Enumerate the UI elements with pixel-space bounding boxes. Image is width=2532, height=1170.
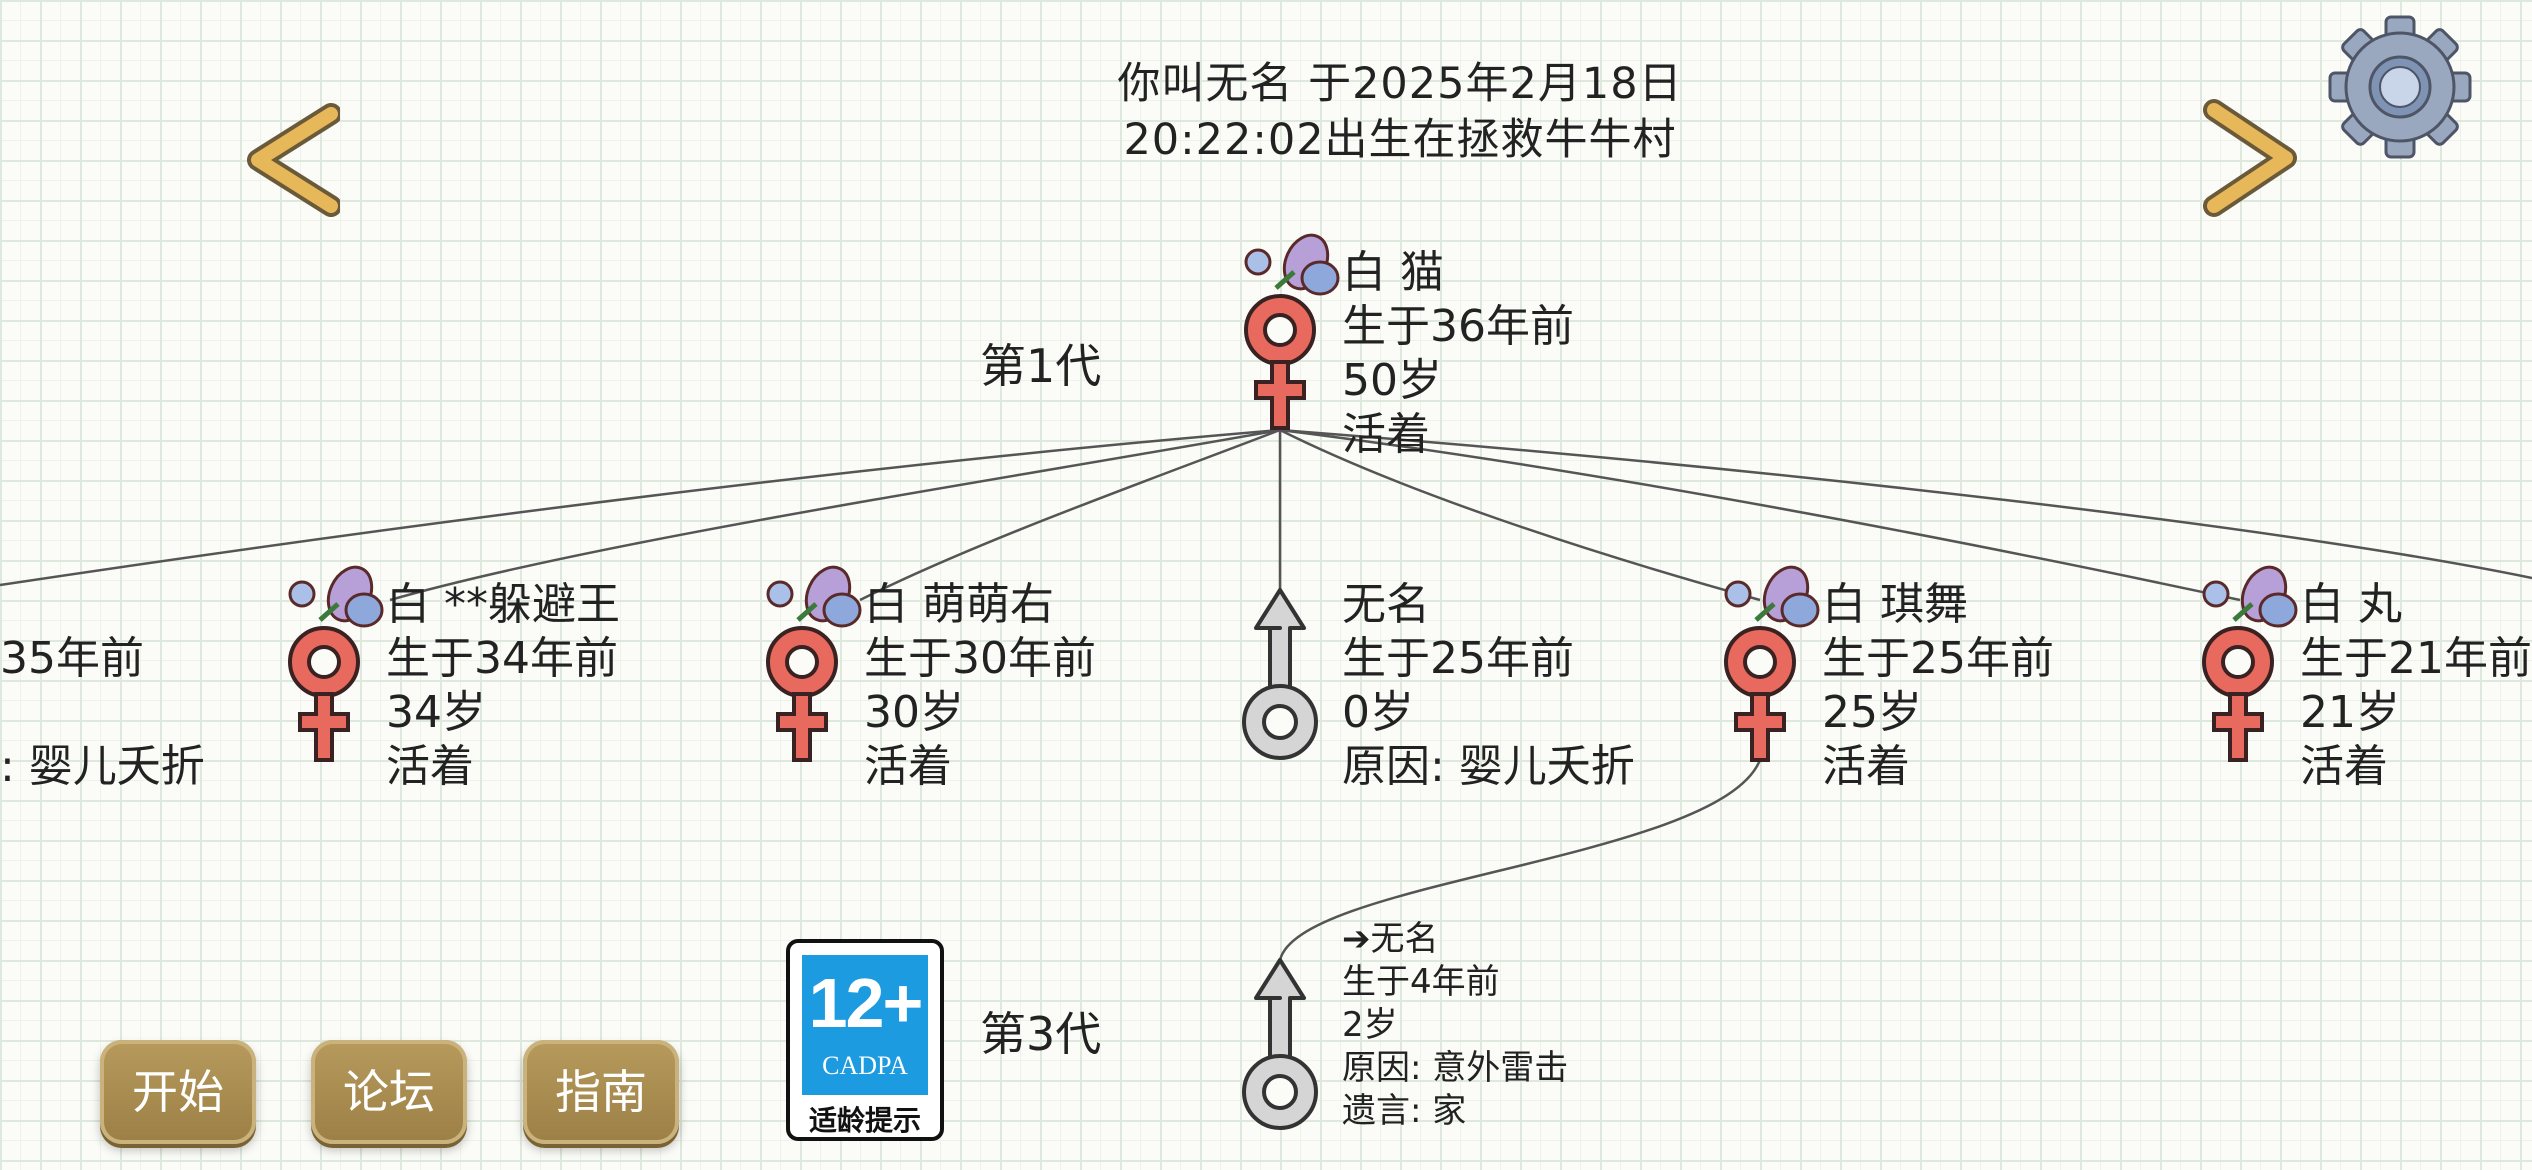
person-status: 活着 bbox=[2300, 741, 2388, 792]
person-born: 生于25年前 bbox=[1822, 633, 2054, 684]
person-status: 活着 bbox=[864, 741, 952, 792]
generation-label-3: 第3代 bbox=[980, 1007, 1102, 1061]
birth-info-line1: 你叫无名 于2025年2月18日 bbox=[1117, 59, 1683, 109]
person-age: 0岁 bbox=[1342, 687, 1414, 738]
person-age: 21岁 bbox=[2300, 687, 2400, 738]
person-name: 白 丸 bbox=[2300, 579, 2402, 630]
person-status: : 婴儿夭折 bbox=[0, 741, 205, 792]
person-status: 活着 bbox=[1822, 741, 1910, 792]
male-symbol-icon bbox=[1242, 958, 1318, 1130]
person-status: 原因: 婴儿夭折 bbox=[1342, 741, 1635, 792]
generation-label-1: 第1代 bbox=[980, 339, 1102, 393]
female-symbol-butterfly-icon bbox=[2202, 565, 2298, 762]
person-born: 生于34年前 bbox=[386, 633, 618, 684]
person-will: 遗言: 家 bbox=[1342, 1091, 1467, 1131]
person-name: 白 琪舞 bbox=[1822, 579, 1968, 630]
person-status: 活着 bbox=[1342, 409, 1430, 460]
person-age: 25岁 bbox=[1822, 687, 1922, 738]
person-born: 生于21年前 bbox=[2300, 633, 2532, 684]
person-name: 白 萌萌右 bbox=[864, 579, 1054, 630]
age-rating-logo: 12+ CADPA bbox=[802, 955, 928, 1095]
person-status: 活着 bbox=[386, 741, 474, 792]
person-age: 50岁 bbox=[1342, 355, 1442, 406]
age-rating-tip: 适龄提示 bbox=[808, 1104, 921, 1137]
person-name: 无名 bbox=[1342, 579, 1430, 630]
person-name: 白 猫 bbox=[1342, 247, 1444, 298]
female-symbol-butterfly-icon bbox=[288, 565, 384, 762]
birth-info-line2: 20:22:02出生在拯救牛牛村 bbox=[1123, 115, 1677, 165]
settings-button[interactable] bbox=[2325, 12, 2475, 162]
forum-button[interactable]: 论坛 bbox=[311, 1040, 467, 1144]
age-rating-number: 12+ bbox=[808, 964, 924, 1042]
male-symbol-icon bbox=[1242, 588, 1318, 760]
female-symbol-butterfly-icon bbox=[1724, 565, 1820, 762]
person-age: 2岁 bbox=[1342, 1005, 1398, 1045]
start-button[interactable]: 开始 bbox=[100, 1040, 256, 1144]
guide-button[interactable]: 指南 bbox=[523, 1040, 679, 1144]
person-name: 白 **躲避王 bbox=[386, 579, 620, 630]
gear-icon bbox=[2328, 15, 2472, 159]
chevron-left-icon bbox=[247, 103, 342, 217]
birth-info-header: 你叫无名 于2025年2月18日 20:22:02出生在拯救牛牛村 bbox=[900, 56, 1900, 168]
person-name: ➔无名 bbox=[1342, 919, 1439, 959]
age-rating-org: CADPA bbox=[822, 1051, 908, 1080]
person-age: 30岁 bbox=[864, 687, 964, 738]
female-symbol-butterfly-icon bbox=[766, 565, 862, 762]
person-born: 生于4年前 bbox=[1342, 962, 1500, 1002]
person-born: 生于36年前 bbox=[1342, 301, 1574, 352]
age-rating-badge[interactable]: 12+ CADPA 适龄提示 bbox=[786, 939, 944, 1141]
person-born: 35年前 bbox=[0, 633, 144, 684]
prev-button[interactable] bbox=[236, 100, 342, 224]
next-button[interactable] bbox=[2200, 96, 2304, 224]
person-age: 34岁 bbox=[386, 687, 486, 738]
person-status: 原因: 意外雷击 bbox=[1342, 1048, 1569, 1088]
chevron-right-icon bbox=[2203, 99, 2297, 217]
person-born: 生于30年前 bbox=[864, 633, 1096, 684]
person-born: 生于25年前 bbox=[1342, 633, 1574, 684]
female-symbol-butterfly-icon bbox=[1244, 233, 1340, 430]
